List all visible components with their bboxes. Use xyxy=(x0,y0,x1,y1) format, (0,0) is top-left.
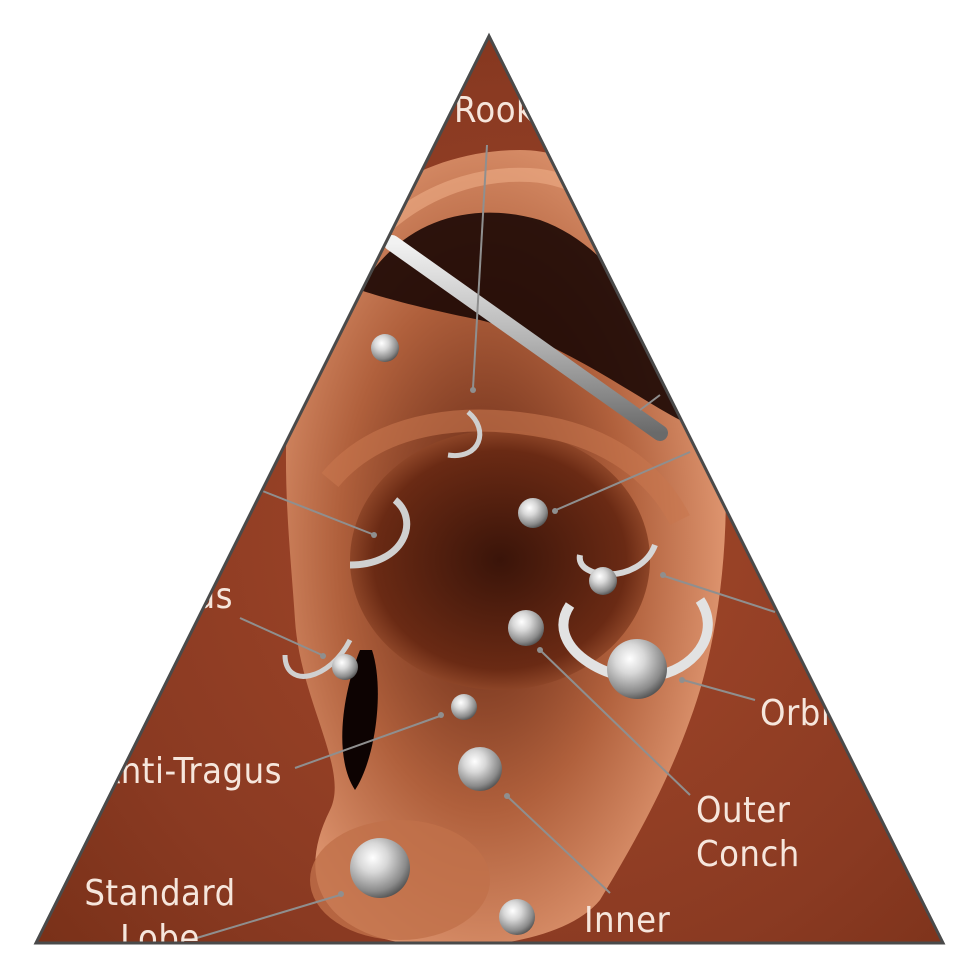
lobe-stud-2 xyxy=(499,899,535,935)
helix-stud xyxy=(371,334,399,362)
label-rook: Rook xyxy=(454,90,535,131)
leader-lines xyxy=(189,144,776,941)
tragus-ball xyxy=(332,654,358,680)
orbital-ball xyxy=(607,639,667,699)
rook-hoop xyxy=(447,410,483,458)
label-standard-lobe-line1: Standard xyxy=(84,873,235,914)
label-anti-tragus: Anti-Tragus xyxy=(98,751,282,792)
inner-conch-stud xyxy=(458,747,502,791)
label-standard-lobe-line2: Lobe xyxy=(120,918,200,959)
ear-illustration: Rook Tragus Anti-Tragus Standard Lobe In… xyxy=(36,36,943,959)
daith-hoop xyxy=(349,497,411,569)
snug-ball xyxy=(589,567,617,595)
label-outer-conch-line1: Outer xyxy=(696,790,791,831)
anti-tragus-stud xyxy=(451,694,477,720)
industrial-bar xyxy=(384,235,668,441)
label-inner-conch: Inner xyxy=(584,900,671,941)
triangle-frame xyxy=(33,32,946,945)
tragus-hoop xyxy=(282,638,353,679)
label-orbital: Orbital xyxy=(760,693,873,734)
outer-conch-stud xyxy=(508,610,544,646)
label-outer-conch-line2: Conch xyxy=(696,834,800,875)
lobe-stud xyxy=(350,838,410,898)
conch-stud xyxy=(518,498,548,528)
